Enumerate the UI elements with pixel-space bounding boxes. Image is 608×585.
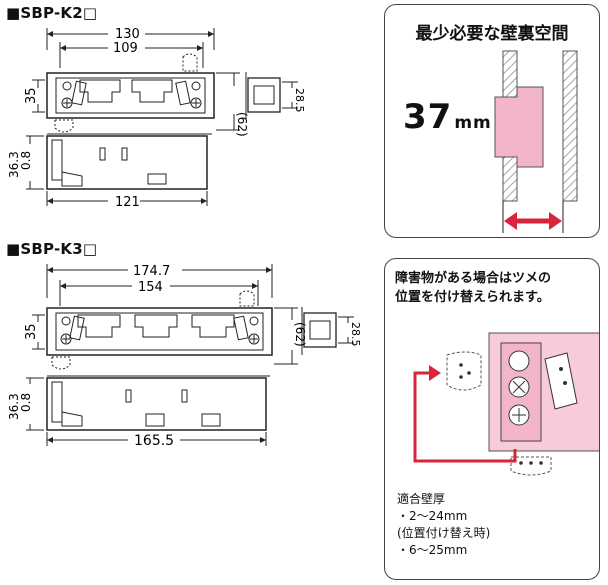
spec-title: 適合壁厚 bbox=[397, 492, 446, 506]
claw-relocation-panel: 障害物がある場合はツメの 位置を付け替えられます。 適合壁厚 ・2〜24mm (… bbox=[384, 258, 600, 580]
k3-dim-side-height: (62) bbox=[293, 322, 307, 347]
k2-dim-hole-pitch: 109 bbox=[113, 41, 138, 56]
k2-dim-depth-total: 36.3 bbox=[7, 151, 21, 178]
k2-dim-flange: 0.8 bbox=[19, 151, 33, 170]
k3-dim-depth-total: 36.3 bbox=[7, 393, 21, 420]
k2-dim-side-height: (62) bbox=[235, 112, 249, 137]
wall-section-illustration bbox=[494, 50, 578, 233]
k2-dim-side-depth: 28.5 bbox=[293, 88, 306, 113]
claw-relocation-illustration bbox=[413, 332, 599, 476]
claw-note-line1: 障害物がある場合はツメの bbox=[395, 271, 552, 286]
k3-dim-bottom-width: 165.5 bbox=[134, 433, 174, 449]
k2-front-drawing: 130 109 35 (62) 28.5 36.3 0.8 121 bbox=[7, 27, 306, 210]
claw-note-line2: 位置を付け替えられます。 bbox=[395, 290, 550, 305]
k2-model-title: ■SBP-K2□ bbox=[6, 4, 98, 22]
k2-dim-bottom-width: 121 bbox=[115, 195, 140, 210]
k2-dim-height: 35 bbox=[24, 87, 39, 104]
wall-space-value: 37 bbox=[403, 97, 453, 137]
spec-alt-title: (位置付け替え時) bbox=[397, 526, 491, 540]
k3-front-drawing: 174.7 154 35 (62) 28.5 36.3 0.8 165.5 bbox=[7, 264, 362, 449]
k3-dim-flange: 0.8 bbox=[19, 393, 33, 412]
k3-dim-hole-pitch: 154 bbox=[138, 280, 163, 295]
wall-space-title: 最少必要な壁裏空間 bbox=[415, 24, 569, 44]
k3-dim-height: 35 bbox=[24, 323, 39, 340]
k3-dim-overall-width: 174.7 bbox=[133, 264, 170, 279]
k2-dim-overall-width: 130 bbox=[115, 27, 140, 42]
spec-alt: ・6〜25mm bbox=[397, 543, 468, 557]
k3-dim-side-depth: 28.5 bbox=[349, 322, 362, 347]
wall-space-unit: mm bbox=[454, 113, 492, 133]
k3-model-title: ■SBP-K3□ bbox=[6, 240, 98, 258]
spec-normal: ・2〜24mm bbox=[397, 509, 468, 523]
